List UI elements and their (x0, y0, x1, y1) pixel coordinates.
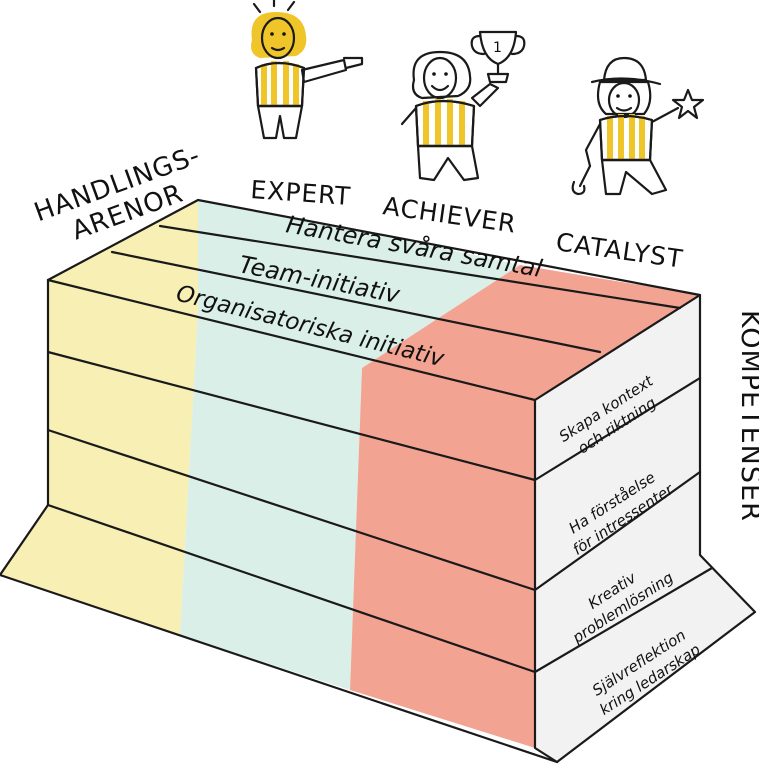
achiever-band (180, 200, 520, 690)
star-icon (671, 88, 705, 120)
block-outline (0, 198, 757, 764)
catalyst-band (350, 265, 700, 748)
wrench-icon (571, 164, 592, 196)
trophy-person-icon: 1 (400, 30, 526, 182)
trophy-number: 1 (493, 40, 502, 56)
pointing-person-icon (251, 0, 364, 140)
level-bands (0, 200, 755, 762)
star-wand-person-icon (571, 56, 705, 196)
level-label-expert: EXPERT (250, 175, 352, 211)
kompetenser-heading: KOMPETENSER (735, 310, 759, 522)
level-label-catalyst: CATALYST (554, 227, 685, 274)
expert-band (0, 200, 335, 635)
